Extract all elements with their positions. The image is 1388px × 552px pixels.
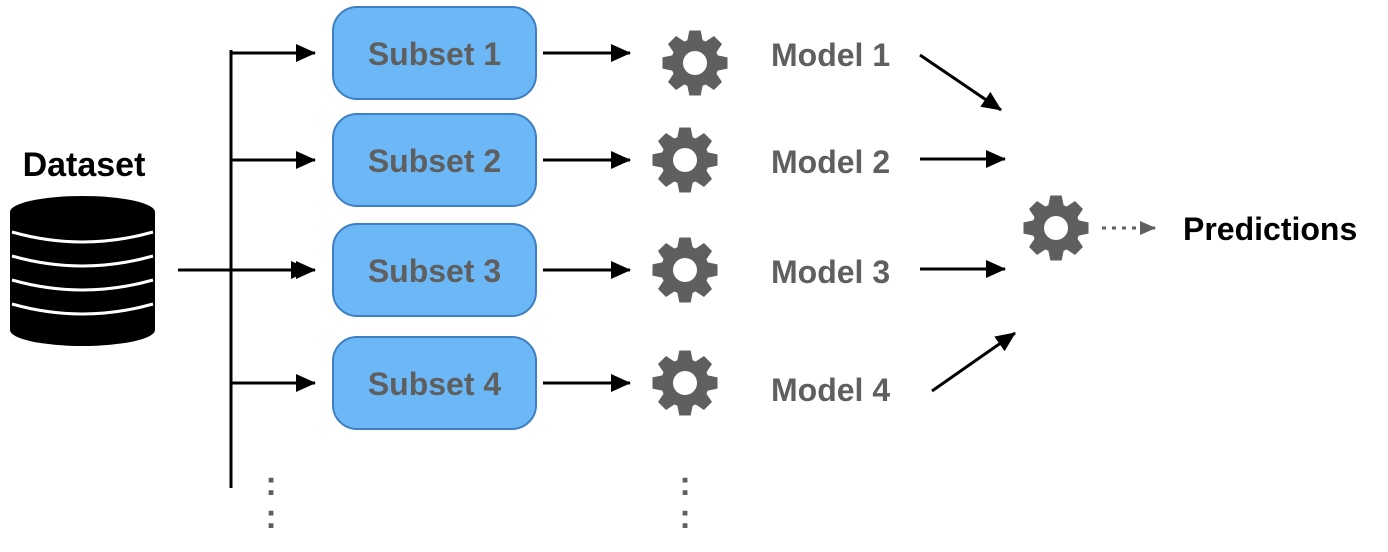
model-4-label: Model 4 [771, 372, 890, 408]
subset-3-box [332, 223, 537, 317]
model-2-gear-icon [652, 127, 718, 193]
continuation-dots-right-top: : [679, 465, 690, 503]
continuation-dots-left: : [265, 498, 276, 536]
model-1-label: Model 1 [771, 37, 890, 73]
model-3-gear-icon [652, 237, 718, 303]
model-1-gear-icon [662, 30, 728, 96]
subset-2-box [332, 113, 537, 207]
subset-1-box [332, 6, 537, 100]
subset-2-label: Subset 2 [368, 143, 501, 179]
model-1-to-aggregator-arrow [919, 53, 1002, 112]
model-3-label: Model 3 [771, 254, 890, 290]
subset-4-label: Subset 4 [368, 366, 502, 402]
subset-1-label: Subset 1 [368, 36, 501, 72]
subset-4-box [332, 336, 537, 430]
model-4-to-aggregator-arrow [931, 331, 1016, 393]
model-4-gear-icon [652, 350, 718, 416]
aggregator-gear-icon [1023, 195, 1089, 261]
continuation-dots-left-top: : [265, 465, 276, 503]
subset-3-label: Subset 3 [368, 253, 501, 289]
model-2-label: Model 2 [771, 144, 890, 180]
dataset-label: Dataset [23, 146, 146, 184]
continuation-dots-right: : [679, 498, 690, 536]
database-icon [10, 196, 155, 346]
predictions-label: Predictions [1183, 211, 1357, 247]
